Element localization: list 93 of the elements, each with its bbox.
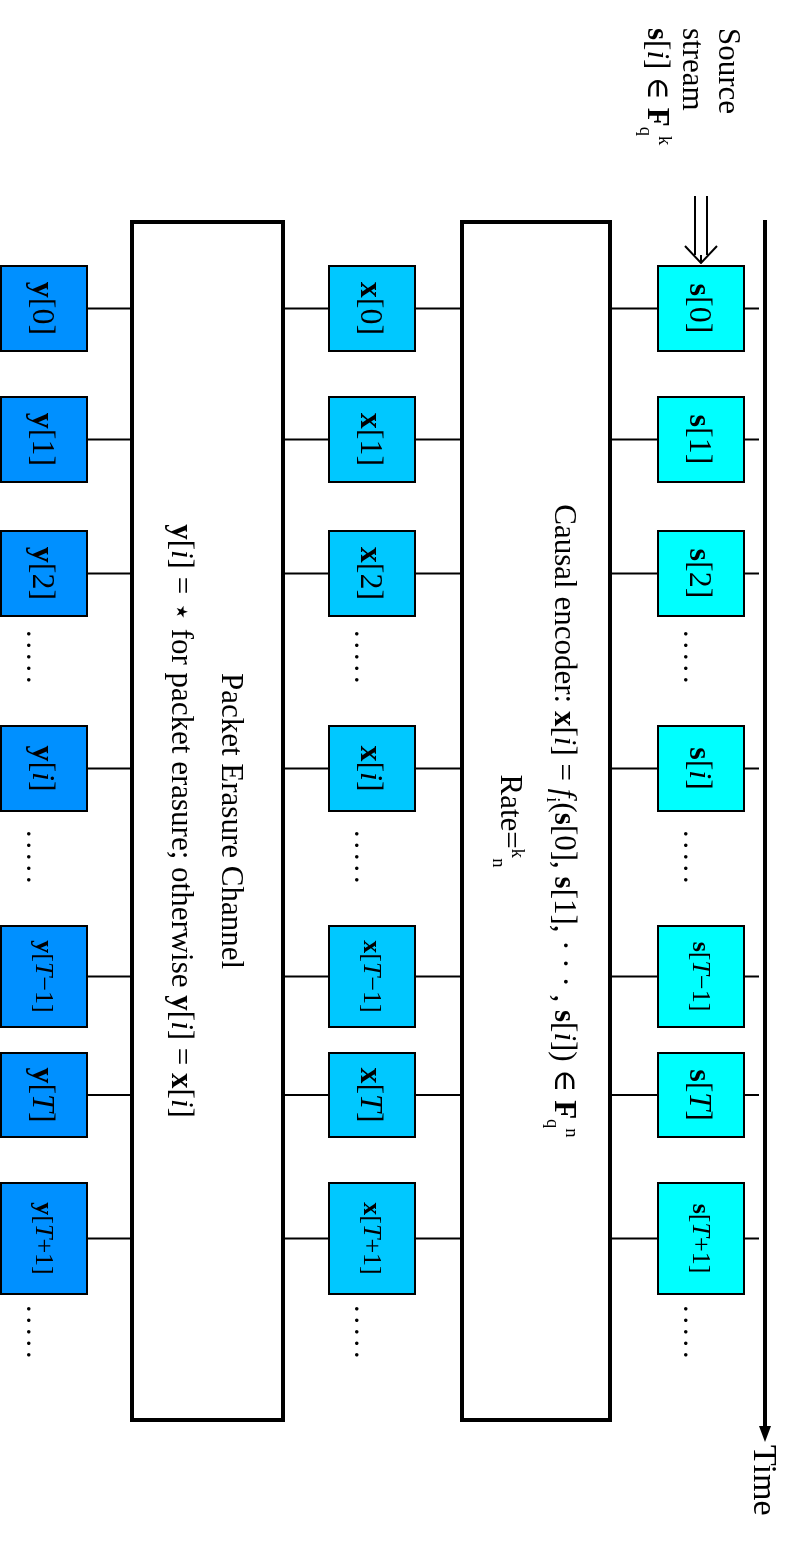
connector-line bbox=[744, 438, 760, 441]
connector-line bbox=[611, 307, 658, 310]
symbol-box bbox=[328, 530, 416, 617]
connector-line bbox=[87, 767, 131, 770]
encoder-box bbox=[460, 220, 612, 1422]
arrow bbox=[684, 195, 718, 264]
symbol-label: y[2] bbox=[25, 546, 63, 601]
symbol-box bbox=[328, 725, 416, 812]
connector-line bbox=[87, 1237, 131, 1240]
symbol-box bbox=[328, 265, 416, 352]
ellipsis: ..... bbox=[22, 1305, 52, 1363]
connector-line bbox=[611, 438, 658, 441]
connector-line bbox=[415, 307, 461, 310]
symbol-label: s[2] bbox=[682, 548, 720, 599]
symbol-box bbox=[657, 396, 745, 483]
connector-line bbox=[284, 767, 329, 770]
connector-line bbox=[415, 1237, 461, 1240]
ellipsis: ..... bbox=[22, 830, 52, 888]
connector-line bbox=[87, 438, 131, 441]
symbol-box bbox=[0, 925, 88, 1028]
connector-line bbox=[415, 767, 461, 770]
symbol-box bbox=[657, 1182, 745, 1295]
connector-line bbox=[87, 307, 131, 310]
symbol-box bbox=[657, 1052, 745, 1138]
connector-line bbox=[284, 1094, 329, 1096]
ellipsis: ..... bbox=[350, 1305, 380, 1363]
symbol-label: s[i] bbox=[682, 747, 720, 790]
symbol-label: y[T+1] bbox=[29, 1202, 59, 1275]
connector-line bbox=[744, 767, 760, 770]
connector-line bbox=[415, 438, 461, 441]
ellipsis: ..... bbox=[679, 830, 709, 888]
connector-line bbox=[284, 307, 329, 310]
ellipsis: ..... bbox=[679, 630, 709, 688]
symbol-box bbox=[657, 925, 745, 1028]
symbol-label: y[i] bbox=[25, 745, 63, 792]
symbol-box bbox=[328, 1052, 416, 1138]
connector-line bbox=[87, 1094, 131, 1096]
connector-line bbox=[415, 1094, 461, 1096]
symbol-label: x[1] bbox=[353, 412, 391, 467]
symbol-label: s[0] bbox=[682, 283, 720, 334]
connector-line bbox=[611, 1237, 658, 1240]
ellipsis: ..... bbox=[350, 630, 380, 688]
symbol-label: x[2] bbox=[353, 546, 391, 601]
symbol-label: y[1] bbox=[25, 412, 63, 467]
symbol-box bbox=[0, 396, 88, 483]
symbol-label: x[T+1] bbox=[357, 1202, 387, 1275]
connector-line bbox=[415, 572, 461, 575]
symbol-label: y[T] bbox=[25, 1067, 63, 1123]
connector-line bbox=[611, 1094, 658, 1096]
box-title: Packet Erasure Channel bbox=[214, 672, 251, 970]
symbol-label: y[T−1] bbox=[29, 940, 59, 1013]
connector-line bbox=[744, 572, 760, 575]
symbol-label: x[T] bbox=[353, 1067, 391, 1123]
symbol-label: s[1] bbox=[682, 414, 720, 465]
symbol-label: x[0] bbox=[353, 281, 391, 336]
connector-line bbox=[284, 1237, 329, 1240]
symbol-box bbox=[0, 265, 88, 352]
connector-line bbox=[284, 975, 329, 978]
ellipsis: ..... bbox=[679, 1305, 709, 1363]
connector-line bbox=[611, 572, 658, 575]
symbol-box bbox=[328, 396, 416, 483]
symbol-box bbox=[0, 1052, 88, 1138]
symbol-box bbox=[0, 1182, 88, 1295]
connector-line bbox=[744, 307, 760, 310]
time-axis bbox=[759, 220, 771, 1442]
symbol-label: s[T+1] bbox=[686, 1203, 716, 1274]
connector-line bbox=[87, 975, 131, 978]
symbol-box bbox=[657, 725, 745, 812]
ellipsis: ..... bbox=[22, 630, 52, 688]
connector-line bbox=[744, 975, 760, 978]
formula-label: y[i] = ⋆ for packet erasure; otherwise y[i] = x[i] bbox=[164, 524, 201, 1118]
connector-line bbox=[744, 1237, 760, 1240]
symbol-label: y[0] bbox=[25, 281, 63, 336]
symbol-label: x[T−1] bbox=[357, 940, 387, 1013]
connector-line bbox=[611, 975, 658, 978]
connector-line bbox=[284, 572, 329, 575]
symbol-box bbox=[657, 530, 745, 617]
symbol-box bbox=[0, 725, 88, 812]
symbol-label: x[i] bbox=[353, 745, 391, 792]
connector-line bbox=[415, 975, 461, 978]
connector-line bbox=[87, 572, 131, 575]
symbol-label: s[T−1] bbox=[686, 941, 716, 1012]
channel-box bbox=[130, 220, 285, 1422]
symbol-box bbox=[0, 530, 88, 617]
symbol-box bbox=[328, 925, 416, 1028]
connector-line bbox=[744, 1094, 760, 1096]
ellipsis: ..... bbox=[350, 830, 380, 888]
connector-line bbox=[284, 438, 329, 441]
symbol-box bbox=[657, 265, 745, 352]
axis-label: Time bbox=[748, 1445, 782, 1516]
symbol-label: s[T] bbox=[682, 1069, 720, 1121]
symbol-box bbox=[328, 1182, 416, 1295]
connector-line bbox=[611, 767, 658, 770]
